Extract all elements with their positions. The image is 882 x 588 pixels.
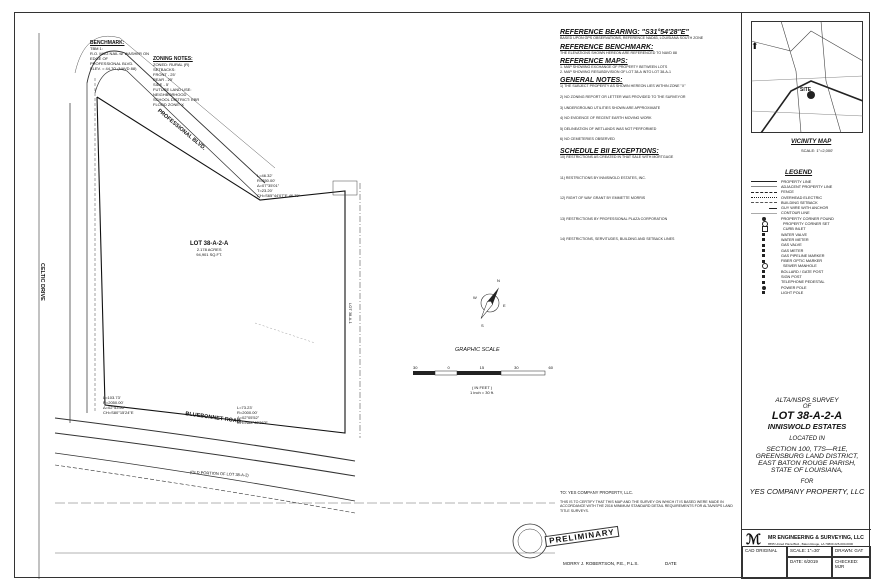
legend-item: CURB INLET [751,226,866,233]
legend-item: FENCE [751,190,866,195]
curve-table-3: L=73.23'R=2000.00'Δ=02°05'52"CH=N88°48'3… [237,405,268,425]
notes-column: REFERENCE BEARING: "S31°54'28"E" BASED U… [560,29,735,252]
legend-item: FIBER OPTIC MARKER [751,258,866,263]
certification: TO: YES COMPANY PROPERTY, LLC. THIS IS T… [560,490,733,513]
north-label: N [497,278,500,283]
checked-cell: CHECKED: MJR [832,557,871,579]
south-label: S [481,323,484,328]
legend-item: GAS VALVE [751,243,866,248]
legend-item: TELEPHONE PEDESTAL [751,280,866,285]
legend-item: LIGHT POLE [751,290,866,295]
column-divider [741,13,742,579]
east-label: E [503,303,506,308]
curve-table-1: L=46.32'R=350.00'Δ=07°35'01"T=23.20'CH=S… [257,173,300,198]
legend-item: WATER METER [751,237,866,242]
graphic-scale-title: GRAPHIC SCALE [455,347,500,353]
vicinity-title: VICINITY MAP [791,139,832,145]
west-label: W [473,295,477,300]
graphic-scale-bar [413,370,546,376]
survey-sheet: BENCHMARK: TBM 1: R.O. MAG NAIL w/ WASHE… [14,12,871,580]
legend-item: BUILDING SETBACK [751,200,866,205]
signature-name: MORRY J. ROBERTSON, P.E., P.L.S. [563,561,639,566]
vicinity-scale: SCALE: 1"=2,000' [801,148,834,153]
signature-date: DATE [665,561,677,566]
vicinity-map [751,21,863,133]
lot-label: LOT 38-A-2-A 2.178 ACRES 94,901 SQ.FT. [190,241,229,257]
legend-item: GAS PIPELINE MARKER [751,253,866,258]
surveyor-seal-icon [512,523,548,559]
reference-bearing-title: REFERENCE BEARING: "S31°54'28"E" [560,29,689,36]
legend-list: PROPERTY LINE ADJACENT PROPERTY LINE FEN… [751,179,866,296]
legend-title: LEGEND [785,169,813,176]
reference-benchmark-title: REFERENCE BENCHMARK: [560,43,654,51]
zoning-notes: ZONING NOTES: ZONED: RURAL (R) SETBACKS:… [153,56,200,108]
legend-item: SEWER MANHOLE [751,263,866,270]
legend-item: ADJACENT PROPERTY LINE [751,184,866,189]
legend-item: WATER VALVE [751,232,866,237]
vicinity-site-label: SITE [800,87,812,93]
benchmark-note: BENCHMARK: TBM 1: R.O. MAG NAIL w/ WASHE… [90,40,150,72]
reference-maps-title: REFERENCE MAPS: [560,58,628,66]
legend-item: CONTOUR LINE [751,211,866,216]
site-plan [38,33,555,579]
drawn-cell: DRAWN: GAT [832,546,871,557]
north-arrow-icon [480,287,500,319]
legend-item: POWER POLE [751,285,866,290]
legend-item: SIGN POST [751,274,866,279]
legend-item: BOLLARD / GATE POST [751,269,866,274]
legend-item: GUY WIRE WITH ANCHOR [751,205,866,210]
date-cell: DATE: 6/2019 [787,557,832,579]
legend-item: PROPERTY CORNER FOUND [751,216,866,221]
legend-item: GAS METER [751,248,866,253]
title-block: ALTA/NSPS SURVEY OF LOT 38-A-2-A INNISWO… [749,397,865,496]
legend-item: OVERHEAD ELECTRIC [751,195,866,200]
scale-cell: SCALE: 1"=30' [787,546,832,557]
general-notes-title: GENERAL NOTES: [560,77,623,85]
schedule-title: SCHEDULE BII EXCEPTIONS: [560,147,659,155]
legend-item: PROPERTY LINE [751,179,866,184]
north-arrow-vicinity-icon: ⬆ [751,41,759,51]
scale-units: ( IN FEET ) 1 inch = 30 ft. [470,385,495,395]
adjacent-lot-label: LOT 38-A-1 [348,303,353,324]
firm-logo-icon: ℳ [746,533,761,548]
curve-table-2: L=103.73'R=2050.00'Δ=02°53'56"CH=S80°15'… [103,395,134,415]
road-label-celtic: CELTIC DRIVE [39,263,45,301]
firm-block: ℳ MR ENGINEERING & SURVEYING, LLC 8555 U… [742,529,871,580]
preliminary-stamp: PRELIMINARY [544,525,620,548]
cad-original-cell: CAD ORIGINAL [742,546,787,579]
